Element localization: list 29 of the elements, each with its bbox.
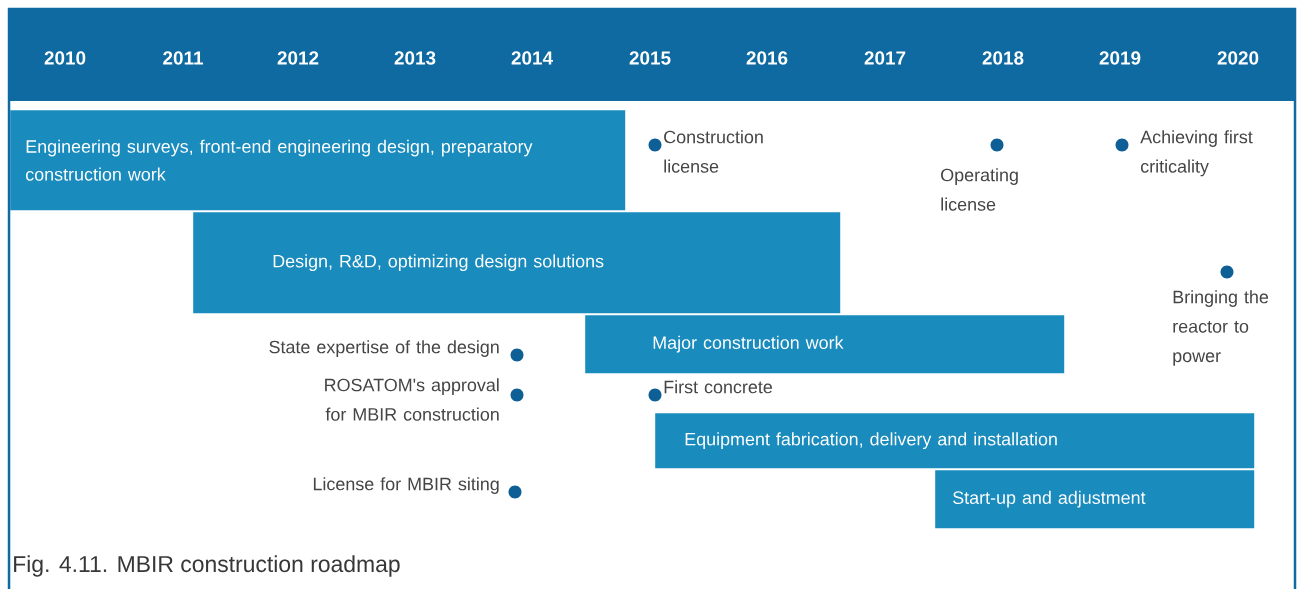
node-label: Engineering surveys, front-end engineering design, preparatory construction work: [25, 139, 533, 181]
milestone-label: Achieving first criticality: [1140, 130, 1253, 177]
task-bar: Major construction work: [585, 315, 1065, 374]
year-label: 2011: [163, 51, 203, 65]
year-label: 2014: [511, 51, 553, 65]
node-label: Major construction work: [653, 335, 844, 353]
node-label: Equipment fabrication, delivery and installation: [685, 432, 1057, 450]
year-label: 2017: [864, 51, 906, 65]
year-label: 2013: [394, 51, 436, 65]
milestone-label: Bringing the reactor to power: [1173, 290, 1269, 366]
milestone-label: State expertise of the design: [269, 340, 499, 357]
year-label: 2019: [1099, 51, 1141, 65]
year-label: 2016: [746, 51, 788, 65]
year-label: 2015: [629, 51, 671, 65]
task-bar: Equipment fabrication, delivery and installation: [655, 413, 1255, 469]
figure-caption: Fig. 4.11. MBIR construction roadmap: [14, 555, 400, 577]
year-label: 2020: [1217, 51, 1259, 65]
milestone-label: First concrete: [664, 380, 772, 394]
year-label: 2012: [277, 51, 319, 65]
node-label: Start-up and adjustment: [953, 490, 1146, 508]
node-label: Design, R&D, optimizing design solutions: [273, 254, 604, 272]
task-bar: Engineering surveys, front-end engineering design, preparatory construction work: [10, 110, 626, 211]
task-bar: Start-up and adjustment: [935, 470, 1255, 529]
year-label: 2010: [44, 51, 86, 65]
milestone-label: ROSATOM's approval for MBIR construction: [325, 378, 499, 421]
year-label: 2018: [982, 51, 1024, 65]
milestone-label: Operating license: [941, 168, 1018, 211]
milestone-label: Construction license: [664, 130, 763, 173]
milestone-label: License for MBIR siting: [313, 477, 499, 494]
